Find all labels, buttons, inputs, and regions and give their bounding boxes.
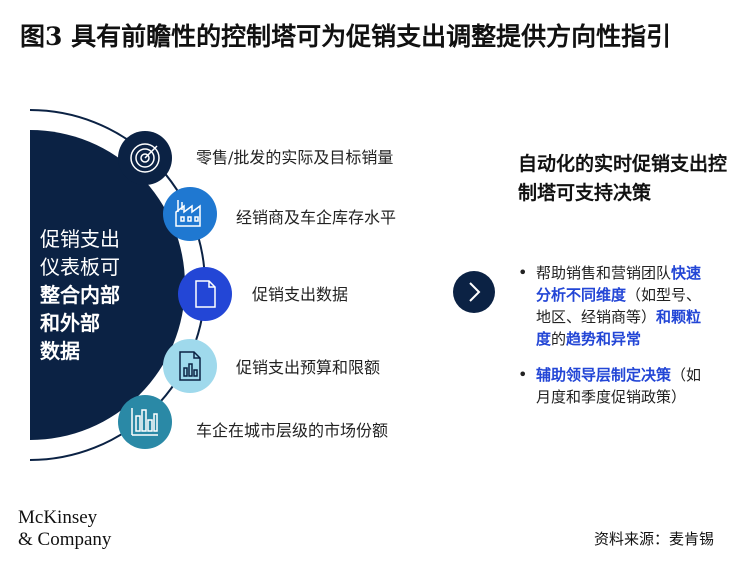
dashboard-line: 促销支出	[40, 227, 120, 251]
node-bar-chart	[118, 395, 172, 449]
source-label-sales: 零售/批发的实际及目标销量	[196, 148, 394, 167]
dashboard-text: 促销支出 仪表板可 整合内部 和外部 数据	[40, 225, 150, 365]
source-label-share: 车企在城市层级的市场份额	[196, 421, 389, 440]
bullet-highlight: 辅助领导层制定决策	[536, 366, 672, 384]
dashboard-line: 数据	[40, 339, 80, 363]
factory-icon	[175, 200, 201, 227]
dashboard-line: 整合内部	[40, 283, 120, 307]
bullet-item: 帮助销售和营销团队快速分析不同维度（如型号、地区、经销商等）和颗粒度的趋势和异常	[516, 262, 716, 350]
chevron-right-icon	[469, 282, 481, 302]
bullet-text: （如月度和季度促销政策）	[536, 366, 702, 406]
source-note: 资料来源：麦肯锡	[593, 530, 714, 548]
brand-line: McKinsey	[18, 507, 98, 528]
node-report	[163, 339, 217, 393]
dashboard-line: 和外部	[40, 311, 100, 335]
bullet-item: 辅助领导层制定决策（如月度和季度促销政策）	[516, 364, 716, 408]
report-chart-icon	[179, 351, 201, 381]
bullet-text: （如型号、地区、经销商等）	[536, 286, 702, 326]
bullet-text: 帮助销售和营销团队	[536, 264, 672, 282]
node-circle	[178, 267, 232, 321]
node-factory	[163, 187, 217, 241]
right-panel-title: 自动化的实时促销支出控制塔可支持决策	[518, 153, 728, 204]
target-icon	[130, 143, 160, 173]
dashboard-line: 仪表板可	[40, 255, 120, 279]
brand-line: & Company	[18, 529, 112, 550]
source-label-spend: 促销支出数据	[252, 285, 349, 304]
arrow-button	[453, 271, 495, 313]
page-title: 图3 具有前瞻性的控制塔可为促销支出调整提供方向性指引	[20, 22, 672, 51]
source-label-inventory: 经销商及车企库存水平	[236, 208, 397, 227]
dashboard-circle	[30, 130, 185, 440]
bar-chart-icon	[131, 408, 158, 436]
document-icon	[195, 280, 216, 308]
node-circle	[163, 187, 217, 241]
bullet-list: 帮助销售和营销团队快速分析不同维度（如型号、地区、经销商等）和颗粒度的趋势和异常…	[516, 262, 716, 422]
node-document	[178, 267, 232, 321]
node-target	[118, 131, 172, 185]
node-circle	[163, 339, 217, 393]
bullet-highlight: 快速分析不同维度	[536, 264, 702, 304]
bullet-text: 的	[551, 330, 567, 348]
bullet-highlight: 和颗粒度	[536, 308, 702, 348]
node-circle	[118, 395, 172, 449]
source-label-budget: 促销支出预算和限额	[236, 358, 381, 377]
brand-logo: McKinsey & Company	[18, 507, 188, 551]
bullet-highlight: 趋势和异常	[566, 330, 642, 348]
